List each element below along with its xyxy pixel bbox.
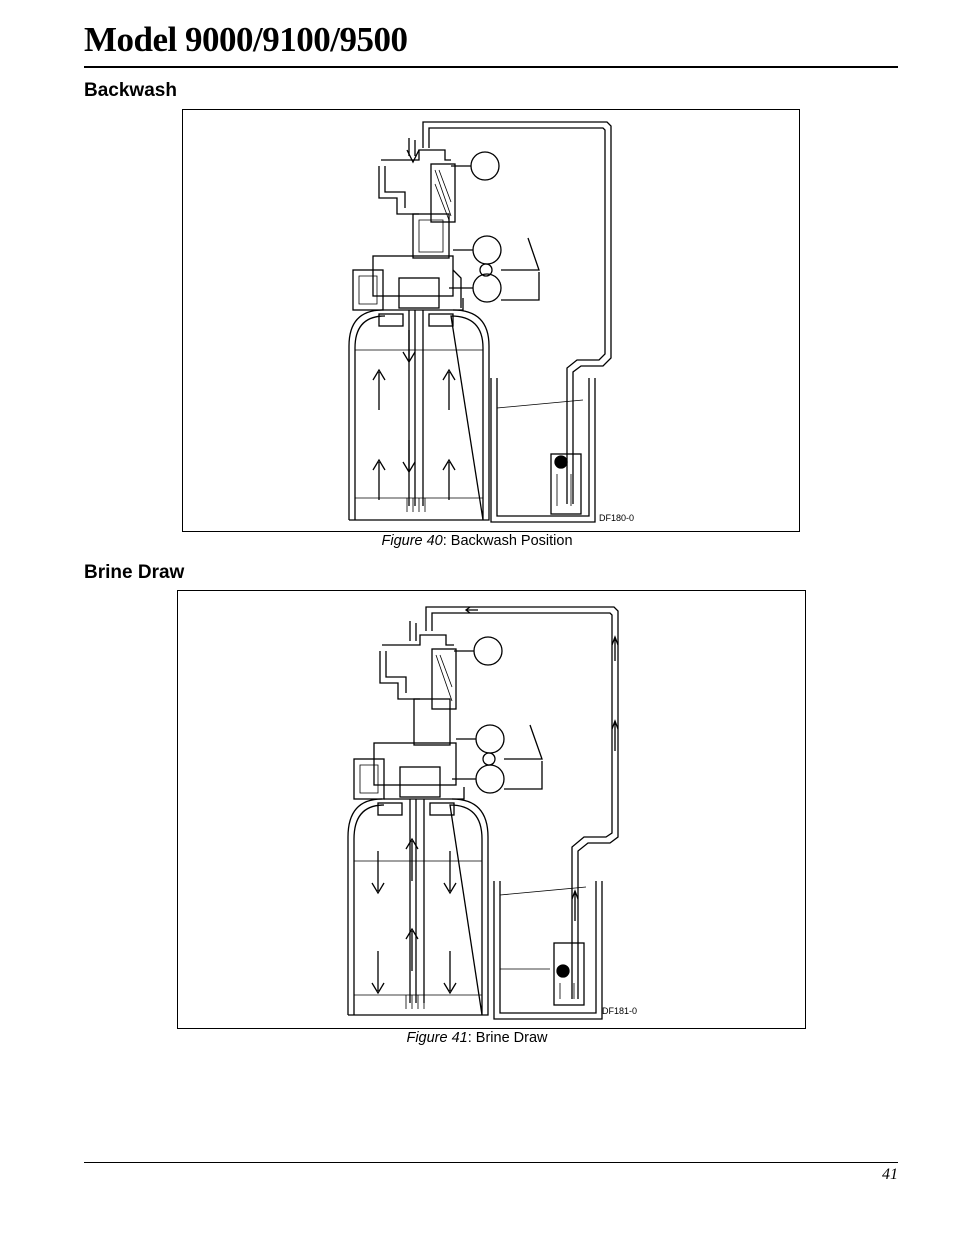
figure-40-text: : Backwash Position (442, 533, 573, 549)
brine-draw-diagram: DF181-0 (347, 606, 637, 1020)
page-title: Model 9000/9100/9500 (84, 20, 408, 59)
backwash-diagram-id: DF180-0 (599, 513, 634, 523)
backwash-brine-valve (550, 453, 582, 515)
brine-draw-timer-gear (473, 636, 503, 666)
backwash-drain-housing (352, 269, 384, 311)
brine-draw-brine-line (425, 606, 619, 999)
backwash-riser-tube (408, 310, 424, 506)
brine-draw-brine-tank (493, 881, 603, 1020)
brine-draw-float-ball (556, 964, 570, 978)
backwash-float-ball (554, 455, 568, 469)
backwash-valve-top (412, 213, 450, 259)
brine-draw-valve-body (373, 742, 457, 786)
backwash-figure: DF180-0 (182, 109, 800, 532)
figure-40-label: Figure 40 (381, 533, 443, 549)
brine-draw-cam-lower (475, 764, 505, 794)
brine-draw-inlet-pipe (379, 634, 454, 700)
figure-41-label: Figure 41 (406, 1030, 468, 1046)
backwash-brine-line (422, 121, 612, 504)
brine-draw-figure: DF181-0 (177, 590, 806, 1029)
backwash-flow-arrow (372, 368, 386, 410)
brine-draw-valve-top (413, 698, 451, 746)
footer-rule (84, 1162, 898, 1163)
backwash-timer-gear (470, 151, 500, 181)
figure-41-text: : Brine Draw (467, 1030, 548, 1046)
section-heading-brine-draw: Brine Draw (84, 562, 185, 583)
backwash-cam-upper (472, 235, 502, 265)
title-rule (84, 66, 898, 68)
figure-40-caption: Figure 40: Backwash Position (0, 532, 954, 550)
brine-draw-riser-tube (409, 799, 425, 1003)
backwash-cam-lower (472, 273, 502, 303)
brine-draw-flow-arrow (371, 851, 385, 895)
figure-41-caption: Figure 41: Brine Draw (0, 1029, 954, 1047)
backwash-diagram: DF180-0 (348, 121, 634, 523)
page-number: 41 (882, 1166, 898, 1183)
section-heading-backwash: Backwash (84, 80, 177, 101)
backwash-valve-body (372, 255, 454, 297)
backwash-brine-tank (490, 378, 596, 523)
brine-draw-resin-tank (353, 804, 483, 1016)
brine-draw-brine-valve (553, 942, 585, 1006)
backwash-inlet-pipe (378, 149, 451, 215)
brine-draw-injector (431, 648, 457, 710)
backwash-resin-tank (354, 315, 484, 521)
brine-draw-cam-upper (475, 724, 505, 754)
brine-draw-diagram-id: DF181-0 (602, 1006, 637, 1016)
brine-draw-drain-housing (353, 758, 385, 800)
